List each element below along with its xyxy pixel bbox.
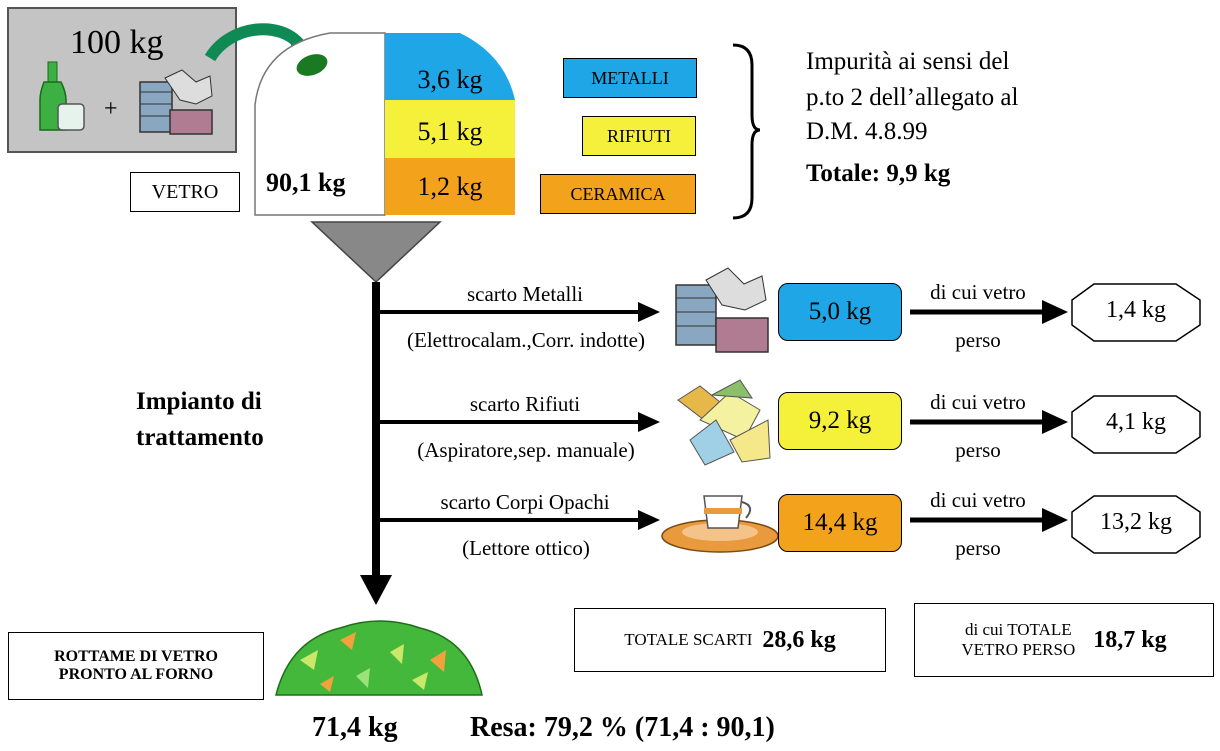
plus-sign: + — [104, 96, 118, 122]
total-lost-label: di cui TOTALE VETRO PERSO — [961, 620, 1075, 660]
waste-pile-icon — [677, 379, 771, 466]
metals-weight: 3,6 kg — [417, 65, 483, 94]
plant-line-2: trattamento — [136, 424, 264, 451]
cup-saucer-icon — [661, 495, 779, 553]
discard-3-label: scarto Corpi Opachi — [440, 490, 610, 514]
total-lost-box: di cui TOTALE VETRO PERSO 18,7 kg — [914, 603, 1214, 677]
output-weight: 71,4 kg — [312, 712, 398, 743]
discard-2-note-1: di cui vetro — [930, 390, 1026, 414]
glass-drop-icon — [296, 54, 328, 76]
lost-3-value: 13,2 kg — [1100, 509, 1172, 535]
discard-3-detail: (Lettore ottico) — [462, 536, 590, 560]
discard-2-note-2: perso — [955, 438, 1001, 462]
cans-icon — [139, 69, 213, 135]
metal-cans-icon — [675, 267, 769, 353]
segment-waste — [385, 100, 515, 158]
impurities-total: Totale: 9,9 kg — [806, 160, 951, 187]
glass-dome — [254, 32, 386, 216]
segment-ceramic — [385, 158, 515, 215]
funnel — [310, 221, 442, 284]
metals-label: METALLI — [563, 58, 697, 98]
lost-2-value: 4,1 kg — [1106, 409, 1166, 435]
impurities-line-2: p.to 2 dell’allegato al — [806, 84, 1019, 111]
total-lost-value: 18,7 kg — [1093, 626, 1167, 653]
waste-weight: 5,1 kg — [417, 117, 483, 146]
waste-label: RIFIUTI — [582, 116, 696, 156]
total-discards-box: TOTALE SCARTI 28,6 kg — [574, 608, 886, 672]
discard-3-note-2: perso — [955, 536, 1001, 560]
total-lost-label-2: VETRO PERSO — [961, 640, 1076, 659]
impurities-line-1: Impurità ai sensi del — [806, 48, 1010, 75]
jar-icon — [57, 103, 85, 131]
discard-1-label: scarto Metalli — [466, 282, 584, 306]
lost-1-value: 1,4 kg — [1106, 297, 1166, 323]
output-label-line-1: ROTTAME DI VETRO — [54, 648, 218, 665]
discard-2-label: scarto Rifiuti — [469, 392, 581, 416]
brace — [732, 43, 761, 220]
plant-line-1: Impianto di — [136, 388, 262, 415]
lost-octagon-2 — [1071, 395, 1201, 454]
discard-2-weight: 9,2 kg — [778, 392, 902, 450]
glass-weight: 90,1 kg — [266, 168, 346, 197]
lost-octagon-1 — [1071, 283, 1201, 342]
segment-metals — [385, 33, 515, 100]
discard-1-note-2: perso — [955, 328, 1001, 352]
total-discards-value: 28,6 kg — [762, 626, 836, 653]
output-label-line-2: PRONTO AL FORNO — [58, 666, 214, 683]
ceramic-weight: 1,2 kg — [417, 172, 483, 201]
discard-1-detail: (Elettrocalam.,Corr. indotte) — [407, 328, 645, 352]
discard-1-weight: 5,0 kg — [778, 283, 902, 341]
lost-octagon-3 — [1071, 495, 1201, 554]
cullet-pile-icon — [275, 620, 483, 696]
yield: Resa: 79,2 % (71,4 : 90,1) — [470, 712, 775, 743]
discard-1-note-1: di cui vetro — [930, 280, 1026, 304]
discard-2-detail: (Aspiratore,sep. manuale) — [417, 438, 635, 462]
input-weight: 100 kg — [70, 24, 164, 61]
ceramic-label: CERAMICA — [540, 174, 696, 214]
main-arrow-head — [360, 575, 392, 605]
discard-3-note-1: di cui vetro — [930, 488, 1026, 512]
impurities-line-3: D.M. 4.8.99 — [806, 118, 928, 145]
discard-3-weight: 14,4 kg — [778, 494, 902, 552]
total-discards-label: TOTALE SCARTI — [624, 630, 753, 649]
total-lost-label-1: di cui TOTALE — [965, 620, 1072, 639]
output-label-box: ROTTAME DI VETRO PRONTO AL FORNO — [8, 632, 264, 700]
glass-label: VETRO — [130, 172, 240, 212]
